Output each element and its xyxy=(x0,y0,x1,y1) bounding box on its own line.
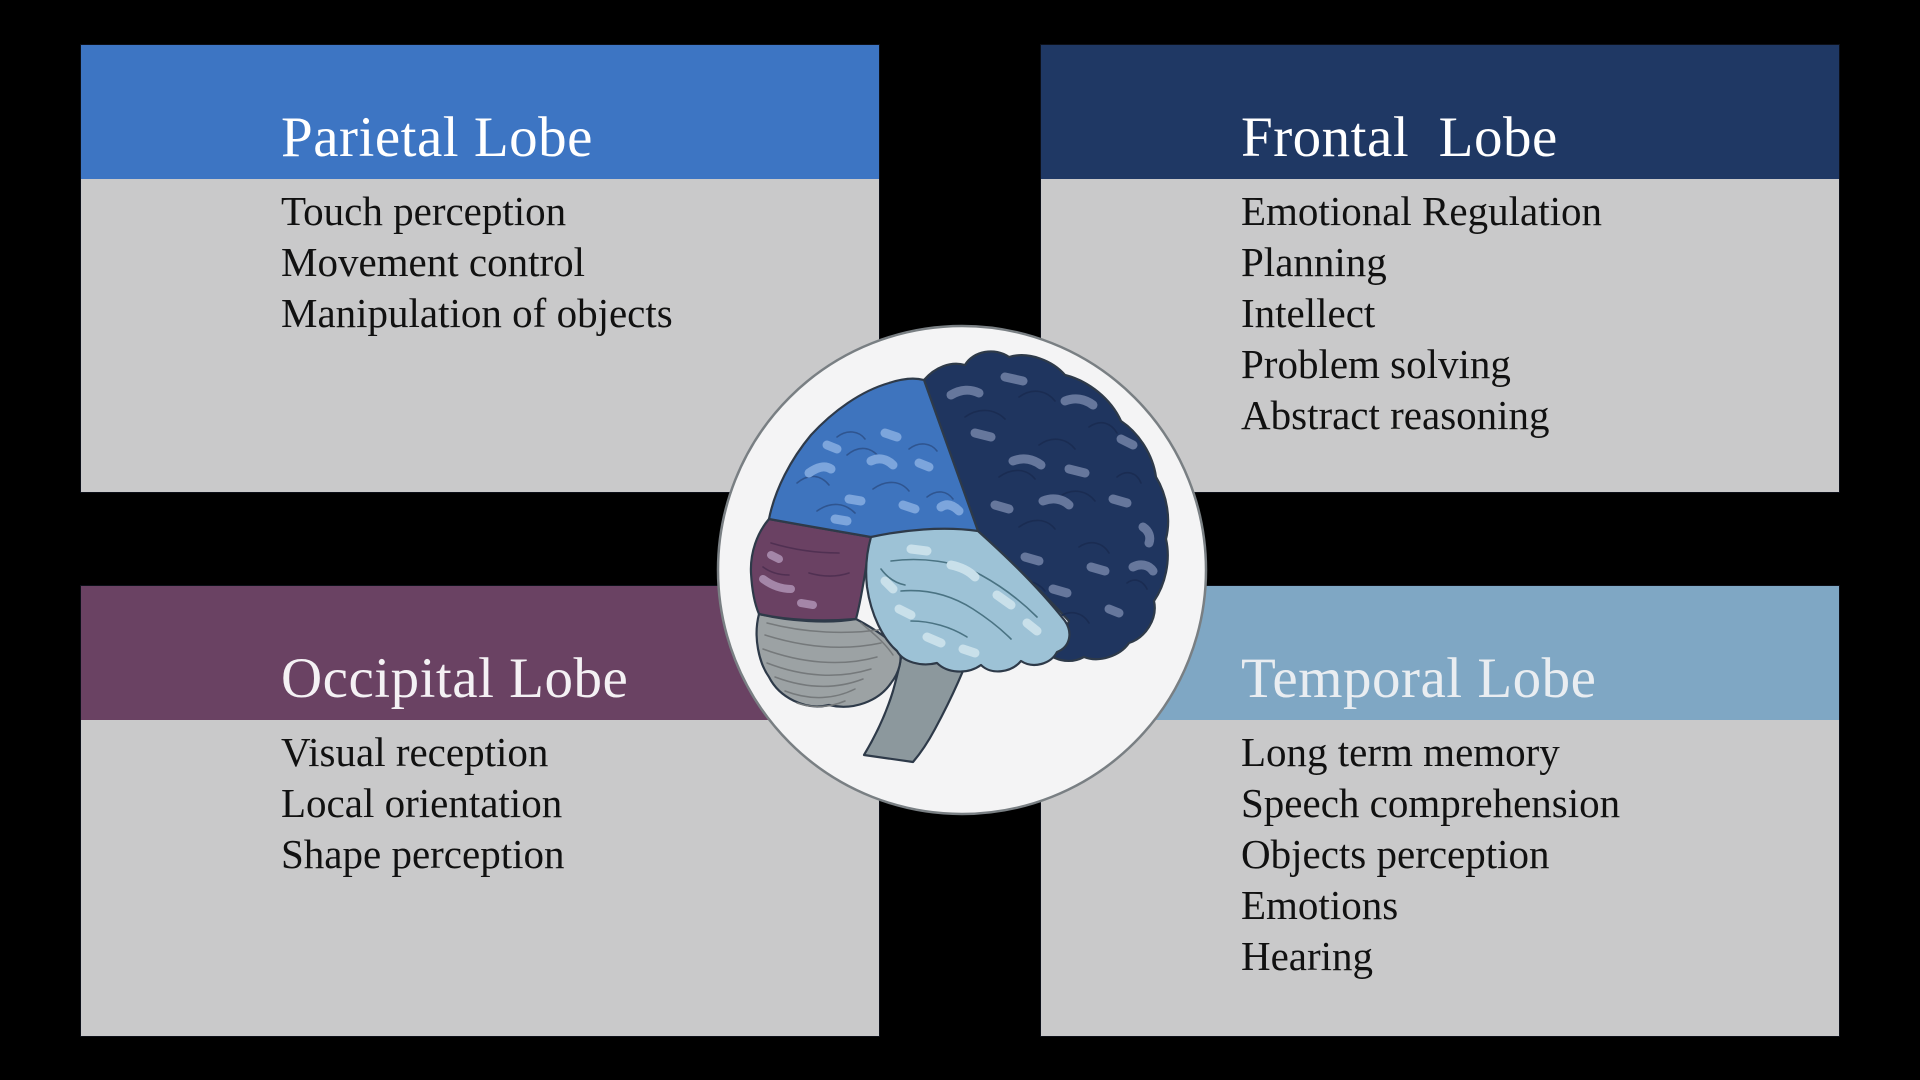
list-item: Movement control xyxy=(281,239,586,285)
temporal-lobe-shape xyxy=(865,527,1071,673)
panel-parietal: Parietal Lobe Touch perception Movement … xyxy=(80,44,880,493)
list-item: Speech comprehension xyxy=(1241,780,1621,826)
list-item: Emotions xyxy=(1241,882,1399,928)
list-item: Manipulation of objects xyxy=(281,290,673,336)
parietal-gyri-lines xyxy=(796,431,954,514)
list-item: Planning xyxy=(1241,239,1387,285)
frontal-title: Frontal Lobe xyxy=(1241,106,1558,170)
cerebellum-texture xyxy=(762,622,894,708)
occipital-function-list: Visual reception Local orientation Shape… xyxy=(81,720,879,1036)
temporal-function-list: Long term memory Speech comprehension Ob… xyxy=(1041,720,1839,1036)
frontal-header: Frontal Lobe xyxy=(1041,45,1839,179)
panel-occipital: Occipital Lobe Visual reception Local or… xyxy=(80,585,880,1037)
frontal-highlights xyxy=(946,372,1158,618)
brain-circle xyxy=(713,321,1211,819)
parietal-title: Parietal Lobe xyxy=(281,106,593,170)
list-item: Problem solving xyxy=(1241,341,1511,387)
list-item: Hearing xyxy=(1241,933,1374,979)
list-item: Abstract reasoning xyxy=(1241,392,1550,438)
parietal-function-list: Touch perception Movement control Manipu… xyxy=(81,179,879,492)
panel-frontal: Frontal Lobe Emotional Regulation Planni… xyxy=(1040,44,1840,493)
list-item: Long term memory xyxy=(1241,729,1560,775)
list-item: Local orientation xyxy=(281,780,563,826)
list-item: Emotional Regulation xyxy=(1241,188,1602,234)
frontal-gyri-lines xyxy=(964,390,1148,624)
brain-lateral-illustration xyxy=(716,324,1208,816)
temporal-highlights xyxy=(880,544,1042,658)
parietal-header: Parietal Lobe xyxy=(81,45,879,179)
occipital-highlights xyxy=(759,551,817,609)
list-item: Intellect xyxy=(1241,290,1376,336)
occipital-title: Occipital Lobe xyxy=(281,647,629,711)
occipital-gyri-lines xyxy=(762,542,850,577)
list-item: Shape perception xyxy=(281,831,565,877)
temporal-gyri-lines xyxy=(880,558,1038,640)
list-item: Touch perception xyxy=(281,188,567,234)
temporal-title: Temporal Lobe xyxy=(1241,647,1597,711)
list-item: Visual reception xyxy=(281,729,549,775)
parietal-highlights xyxy=(804,428,964,526)
list-item: Objects perception xyxy=(1241,831,1550,877)
frontal-function-list: Emotional Regulation Planning Intellect … xyxy=(1041,179,1839,492)
